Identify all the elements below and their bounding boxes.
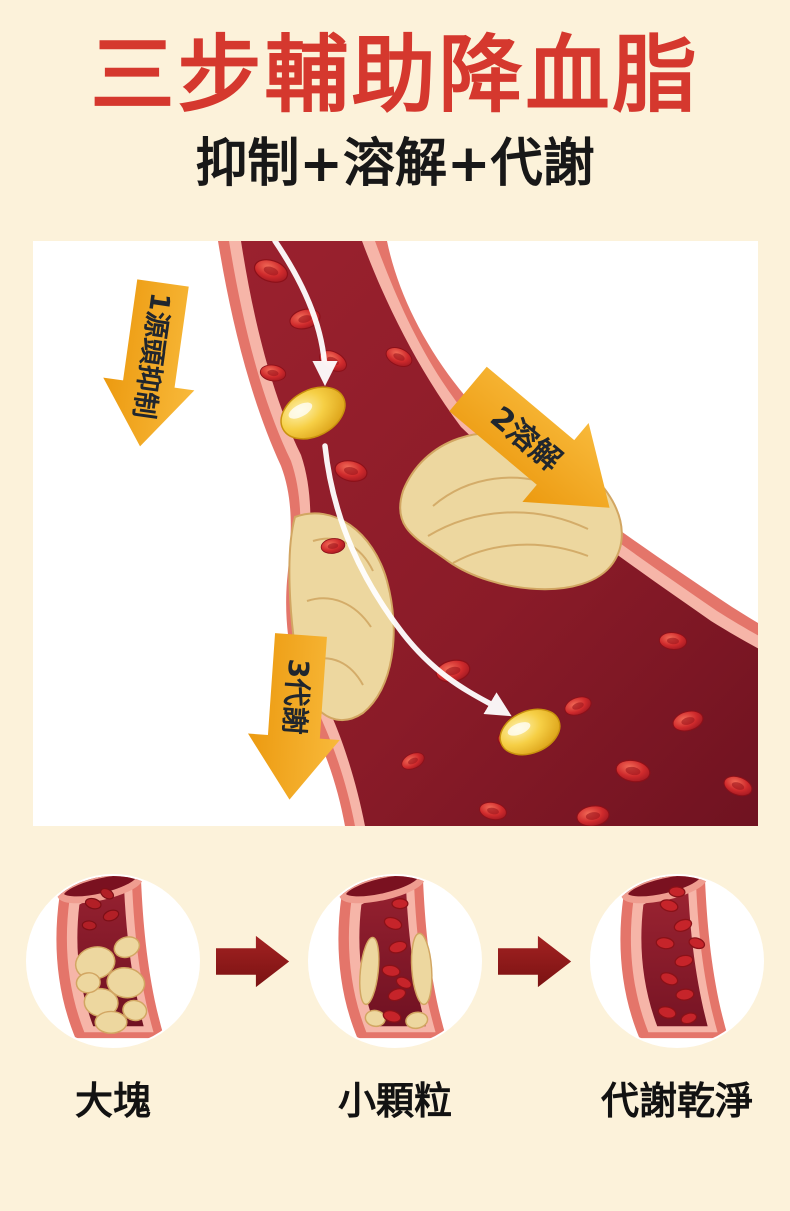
right-arrow-icon (216, 936, 290, 988)
artery-vessel-diagram: 1源頭抑制 2溶解 3代謝 (93, 241, 758, 827)
step-1-label: 大塊 (74, 1079, 151, 1124)
right-arrow-icon (498, 936, 572, 988)
capsule-icon (498, 708, 561, 756)
flow-path (271, 241, 512, 717)
progression-step-3: 代謝乾淨 (588, 872, 766, 1125)
capsule-icon (279, 386, 346, 440)
page-title: 三步輔助降血脂 (90, 26, 700, 124)
partially-cleared-artery-image (306, 872, 484, 1050)
clean-artery-image (588, 872, 766, 1050)
clogged-artery-image (24, 872, 202, 1050)
inhibit-arrow: 1源頭抑制 (93, 276, 209, 454)
progression-row: 大塊 (0, 872, 790, 1125)
metabolize-arrow: 3代謝 (243, 632, 347, 804)
artery-illustration-panel: 1源頭抑制 2溶解 3代謝 (32, 241, 758, 827)
page-subtitle: 抑制+溶解+代謝 (195, 134, 595, 195)
metabolize-arrow-label: 3代謝 (277, 658, 315, 736)
step-2-label: 小顆粒 (337, 1079, 452, 1124)
progression-step-2: 小顆粒 (306, 872, 484, 1125)
progression-step-1: 大塊 (24, 872, 202, 1125)
promo-page: 三步輔助降血脂 抑制+溶解+代謝 (0, 28, 790, 1211)
step-3-label: 代謝乾淨 (600, 1079, 753, 1124)
